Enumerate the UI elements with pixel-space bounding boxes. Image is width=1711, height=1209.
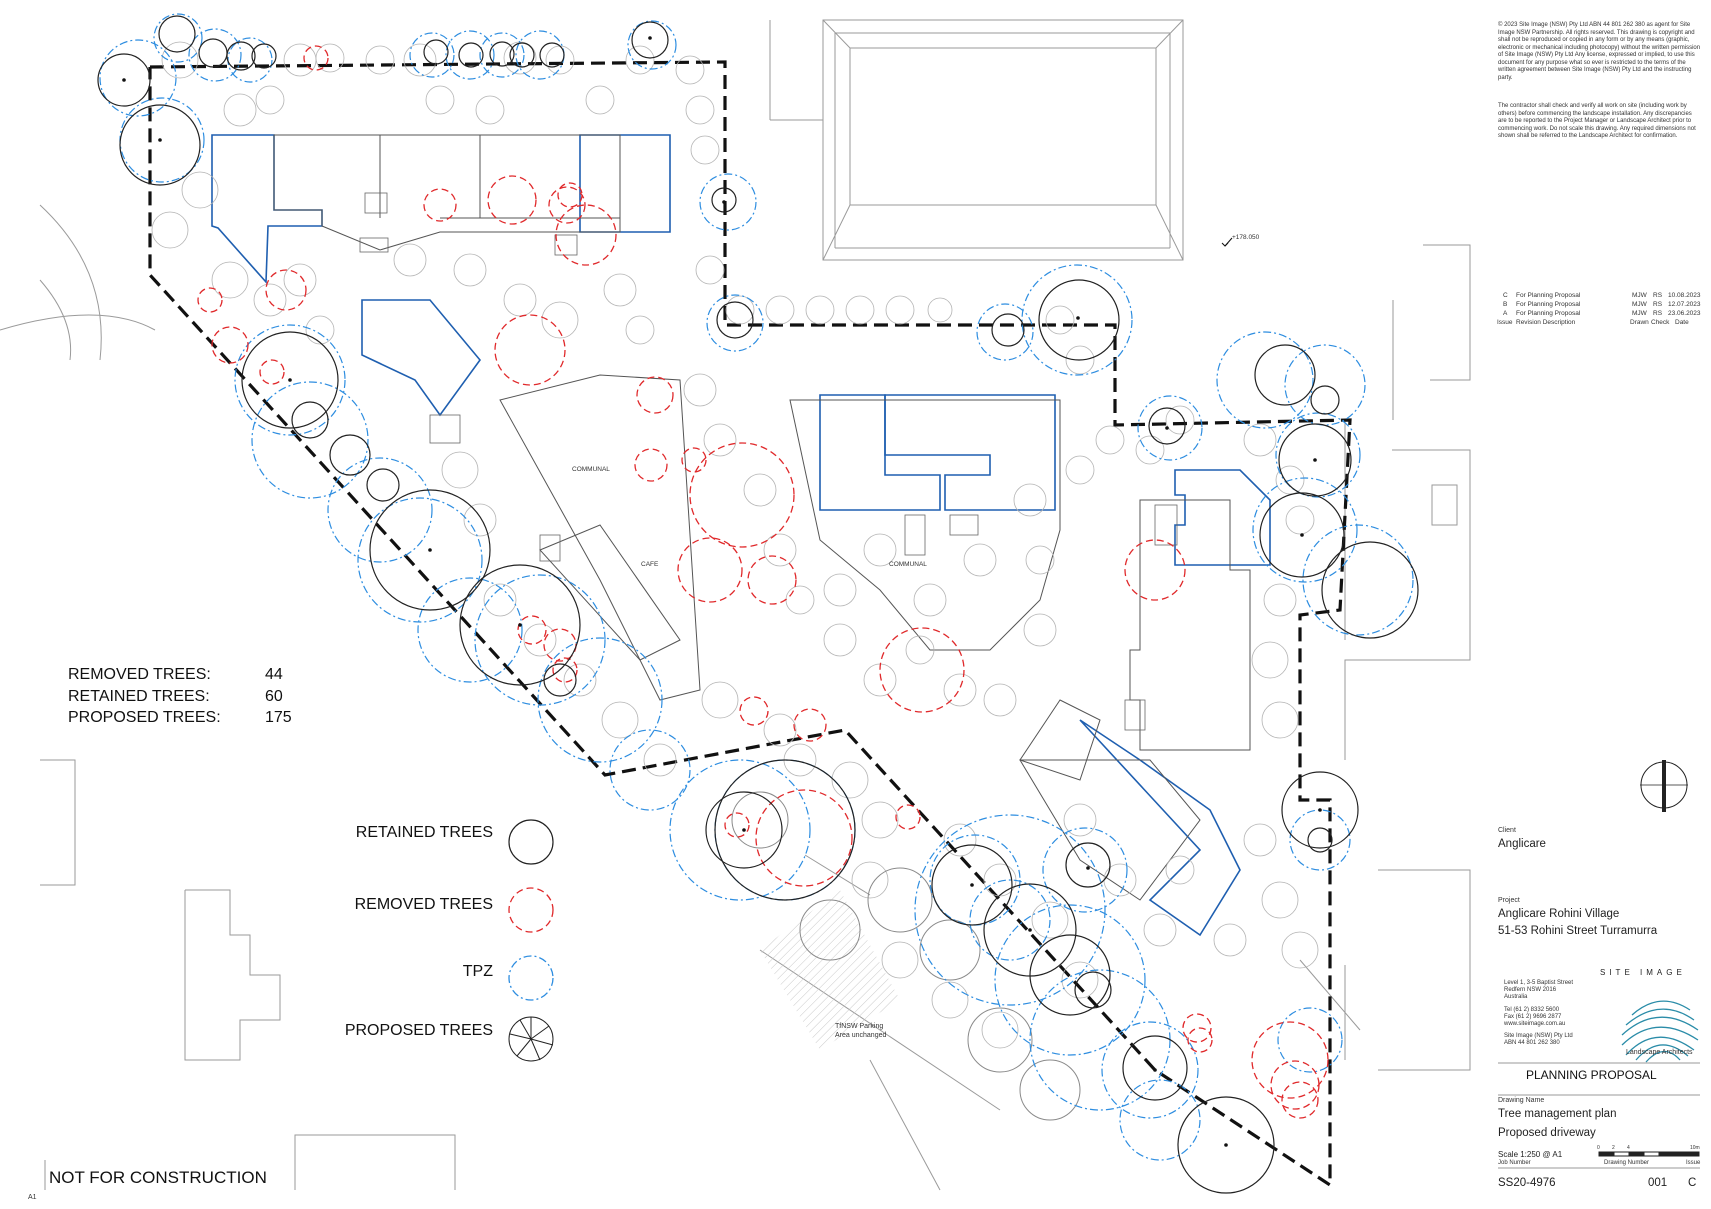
job-number: SS20-4976 bbox=[1498, 1177, 1556, 1189]
canopy-circles bbox=[151, 41, 1319, 1049]
stat-removed-value: 44 bbox=[265, 666, 283, 683]
firm-address-3: Australia bbox=[1504, 994, 1528, 1000]
drawing-name-line-1: Tree management plan bbox=[1498, 1108, 1617, 1120]
level-marker bbox=[1221, 237, 1233, 247]
legend-retained-symbol bbox=[508, 819, 554, 865]
stat-removed-label: REMOVED TREES: bbox=[68, 666, 211, 683]
firm-web: www.siteimage.com.au bbox=[1504, 1021, 1566, 1027]
firm-abn: ABN 44 801 262 380 bbox=[1504, 1040, 1560, 1046]
label-communal-2: COMMUNAL bbox=[889, 561, 927, 568]
drawing-name-line-2: Proposed driveway bbox=[1498, 1127, 1596, 1139]
tree-centres bbox=[122, 36, 1322, 1147]
legend-tpz-symbol bbox=[508, 955, 554, 1001]
north-arrow-icon bbox=[1640, 760, 1688, 812]
project-name: Anglicare Rohini Village bbox=[1498, 908, 1620, 920]
drawing-status: PLANNING PROPOSAL bbox=[1526, 1068, 1657, 1082]
retained-tree-circles bbox=[97, 15, 1419, 1194]
legend-removed-label: REMOVED TREES bbox=[354, 896, 493, 913]
job-number-caption: Job Number bbox=[1498, 1160, 1531, 1166]
stat-retained-value: 60 bbox=[265, 688, 283, 705]
firm-address-2: Redfern NSW 2016 bbox=[1504, 987, 1557, 993]
label-communal-1: COMMUNAL bbox=[572, 466, 610, 473]
scale-tick-2: 2 bbox=[1612, 1145, 1615, 1151]
drawing-number: 001 bbox=[1648, 1177, 1668, 1189]
stat-proposed-label: PROPOSED TREES: bbox=[68, 709, 221, 726]
client-name: Anglicare bbox=[1498, 838, 1546, 850]
client-caption: Client bbox=[1498, 827, 1516, 834]
proposed-tree-clusters bbox=[731, 791, 1081, 1121]
firm-legal: Site Image (NSW) Pty Ltd bbox=[1504, 1033, 1573, 1039]
drawing-name-caption: Drawing Name bbox=[1498, 1097, 1545, 1104]
tpz-circles bbox=[99, 13, 1414, 1161]
label-parking-line-2: Area unchanged bbox=[835, 1032, 887, 1039]
scale-bar bbox=[1598, 1151, 1700, 1157]
title-block-frame bbox=[1498, 1062, 1700, 1169]
legend-proposed-symbol bbox=[508, 1016, 554, 1062]
scale-tick-4: 4 bbox=[1627, 1145, 1630, 1151]
context-buildings bbox=[0, 19, 1471, 1191]
legend-retained-label: RETAINED TREES bbox=[355, 824, 493, 841]
legend-proposed-label: PROPOSED TREES bbox=[344, 1022, 493, 1039]
issue-letter: C bbox=[1688, 1177, 1697, 1189]
firm-fax: Fax (61 2) 9696 2877 bbox=[1504, 1014, 1562, 1020]
site-boundary bbox=[148, 60, 1352, 1188]
project-address: 51-53 Rohini Street Turramurra bbox=[1498, 925, 1658, 937]
not-for-construction: NOT FOR CONSTRUCTION bbox=[49, 1168, 267, 1187]
issue-caption: Issue bbox=[1686, 1160, 1701, 1166]
firm-name: SITE IMAGE bbox=[1600, 968, 1686, 977]
fingerprint-logo-icon bbox=[1621, 1000, 1699, 1063]
drawing-scale: Scale 1:250 @ A1 bbox=[1498, 1150, 1563, 1159]
scale-tick-10: 10m bbox=[1690, 1145, 1700, 1151]
label-parking-line-1: TfNSW Parking bbox=[835, 1023, 884, 1030]
firm-address-1: Level 1, 3-5 Baptist Street bbox=[1504, 980, 1574, 986]
legend-symbols bbox=[508, 819, 554, 1062]
firm-tel: Tel (61 2) 8332 5600 bbox=[1504, 1007, 1560, 1013]
sheet-size: A1 bbox=[28, 1194, 37, 1201]
removed-tree-circles bbox=[197, 45, 1329, 1119]
copyright-notice: © 2023 Site Image (NSW) Pty Ltd ABN 44 8… bbox=[1498, 22, 1701, 81]
scale-tick-0: 0 bbox=[1597, 1145, 1600, 1151]
building-outlines bbox=[273, 134, 1251, 901]
stat-proposed-value: 175 bbox=[265, 709, 292, 726]
firm-tagline: Landscape Architects bbox=[1626, 1049, 1693, 1056]
drawing-number-caption: Drawing Number bbox=[1604, 1160, 1650, 1166]
parking-hatch bbox=[760, 890, 900, 1050]
stat-retained-label: RETAINED TREES: bbox=[68, 688, 210, 705]
label-cafe: CAFE bbox=[641, 561, 659, 568]
proposed-buildings bbox=[211, 134, 1271, 937]
contractor-note: The contractor shall check and verify al… bbox=[1498, 103, 1696, 139]
legend-removed-symbol bbox=[508, 887, 554, 933]
project-caption: Project bbox=[1498, 897, 1520, 904]
stair-symbols bbox=[359, 192, 1178, 731]
level-marker-text: +178.050 bbox=[1232, 234, 1260, 241]
legend-tpz-label: TPZ bbox=[462, 963, 493, 980]
